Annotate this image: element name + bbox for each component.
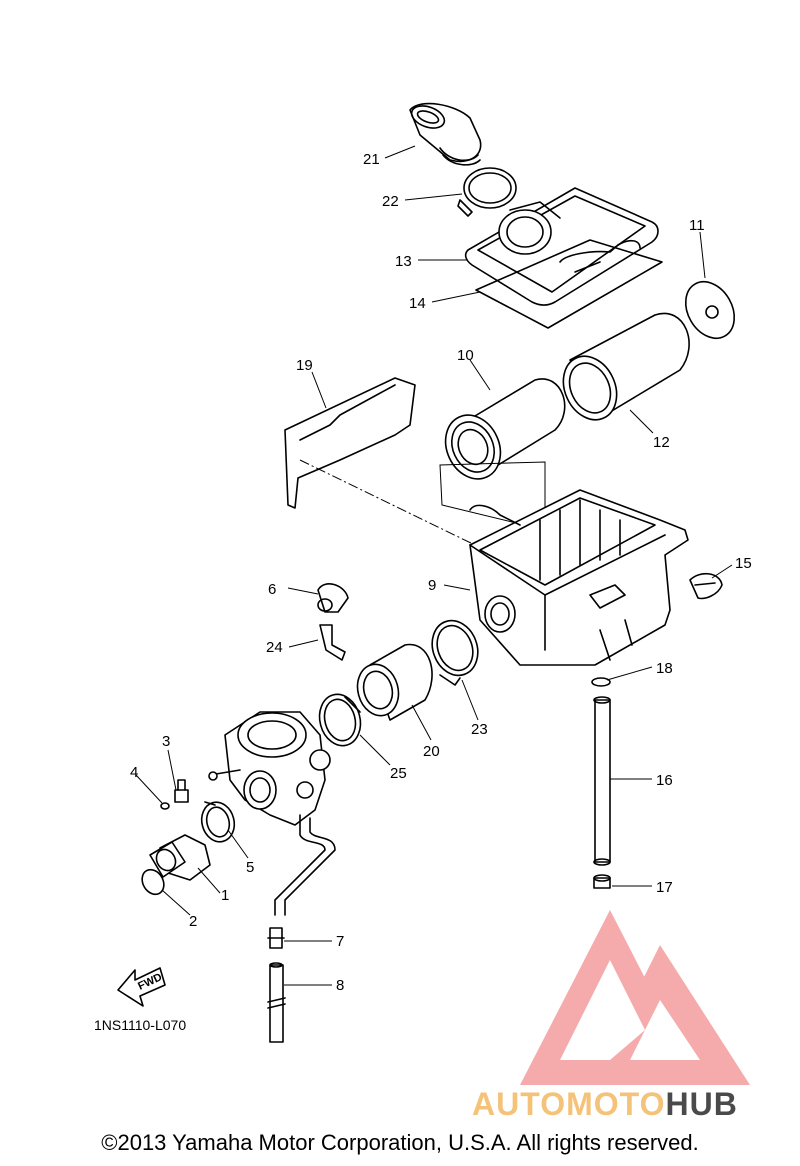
part-19-guard-plate — [284, 377, 476, 546]
part-14-gasket — [475, 239, 663, 329]
part-16-drain-tube — [593, 696, 611, 866]
callout-22: 22 — [382, 193, 399, 210]
callout-15: 15 — [735, 555, 752, 572]
part-18-clamp — [591, 677, 611, 687]
callout-8: 8 — [336, 977, 344, 994]
callout-16: 16 — [656, 772, 673, 789]
callout-12: 12 — [653, 434, 670, 451]
callout-2: 2 — [189, 913, 197, 930]
callout-9: 9 — [428, 577, 436, 594]
part-12-outer-element — [562, 312, 690, 421]
part-10-inner-element — [439, 378, 566, 531]
part-22-clamp — [457, 167, 517, 217]
callout-1: 1 — [221, 887, 229, 904]
callout-7: 7 — [336, 933, 344, 950]
callout-19: 19 — [296, 357, 313, 374]
brand-text: AUTOMOTOHUB — [472, 1086, 738, 1122]
part-20-joint — [356, 643, 433, 721]
callout-13: 13 — [395, 253, 412, 270]
callout-10: 10 — [457, 347, 474, 364]
part-4-washer — [160, 802, 170, 810]
leader-lines — [135, 145, 733, 986]
callout-5: 5 — [246, 859, 254, 876]
callout-23: 23 — [471, 721, 488, 738]
callout-21: 21 — [363, 151, 380, 168]
part-8-hose — [267, 962, 286, 1043]
callout-numbers: 21 22 13 14 11 19 10 12 9 15 6 24 20 23 … — [130, 151, 752, 994]
callout-17: 17 — [656, 879, 673, 896]
callout-4: 4 — [130, 764, 138, 781]
part-9-airbox-case — [469, 489, 689, 666]
callout-20: 20 — [423, 743, 440, 760]
callout-11: 11 — [689, 217, 705, 234]
carburetor — [208, 711, 336, 916]
part-21-intake-duct — [409, 102, 482, 166]
copyright-notice: ©2013 Yamaha Motor Corporation, U.S.A. A… — [101, 1130, 699, 1155]
part-2-o-ring — [141, 868, 165, 896]
callout-24: 24 — [266, 639, 283, 656]
callout-25: 25 — [390, 765, 407, 782]
brand-part2: HUB — [665, 1086, 737, 1122]
part-7-joint — [267, 927, 285, 949]
callout-14: 14 — [409, 295, 426, 312]
callout-18: 18 — [656, 660, 673, 677]
part-6-hose — [317, 583, 349, 613]
part-24-joint — [319, 624, 346, 661]
part-11-cap — [684, 280, 736, 340]
callout-3: 3 — [162, 733, 170, 750]
automotohub-logo — [520, 910, 750, 1085]
part-3-bolt — [174, 779, 189, 803]
part-25-clamp — [318, 693, 362, 747]
part-1-manifold — [149, 834, 211, 881]
part-23-clamp — [431, 619, 479, 686]
part-17-plug — [593, 874, 611, 889]
callout-6: 6 — [268, 581, 276, 598]
part-5-clamp — [200, 801, 236, 843]
brand-part1: AUTOMOTO — [472, 1086, 665, 1122]
part-13-airbox-cover — [464, 187, 659, 306]
part-15-clip — [689, 572, 723, 600]
diagram-code: 1NS1110-L070 — [94, 1017, 186, 1033]
fwd-arrow-icon: FWD — [117, 967, 166, 1007]
